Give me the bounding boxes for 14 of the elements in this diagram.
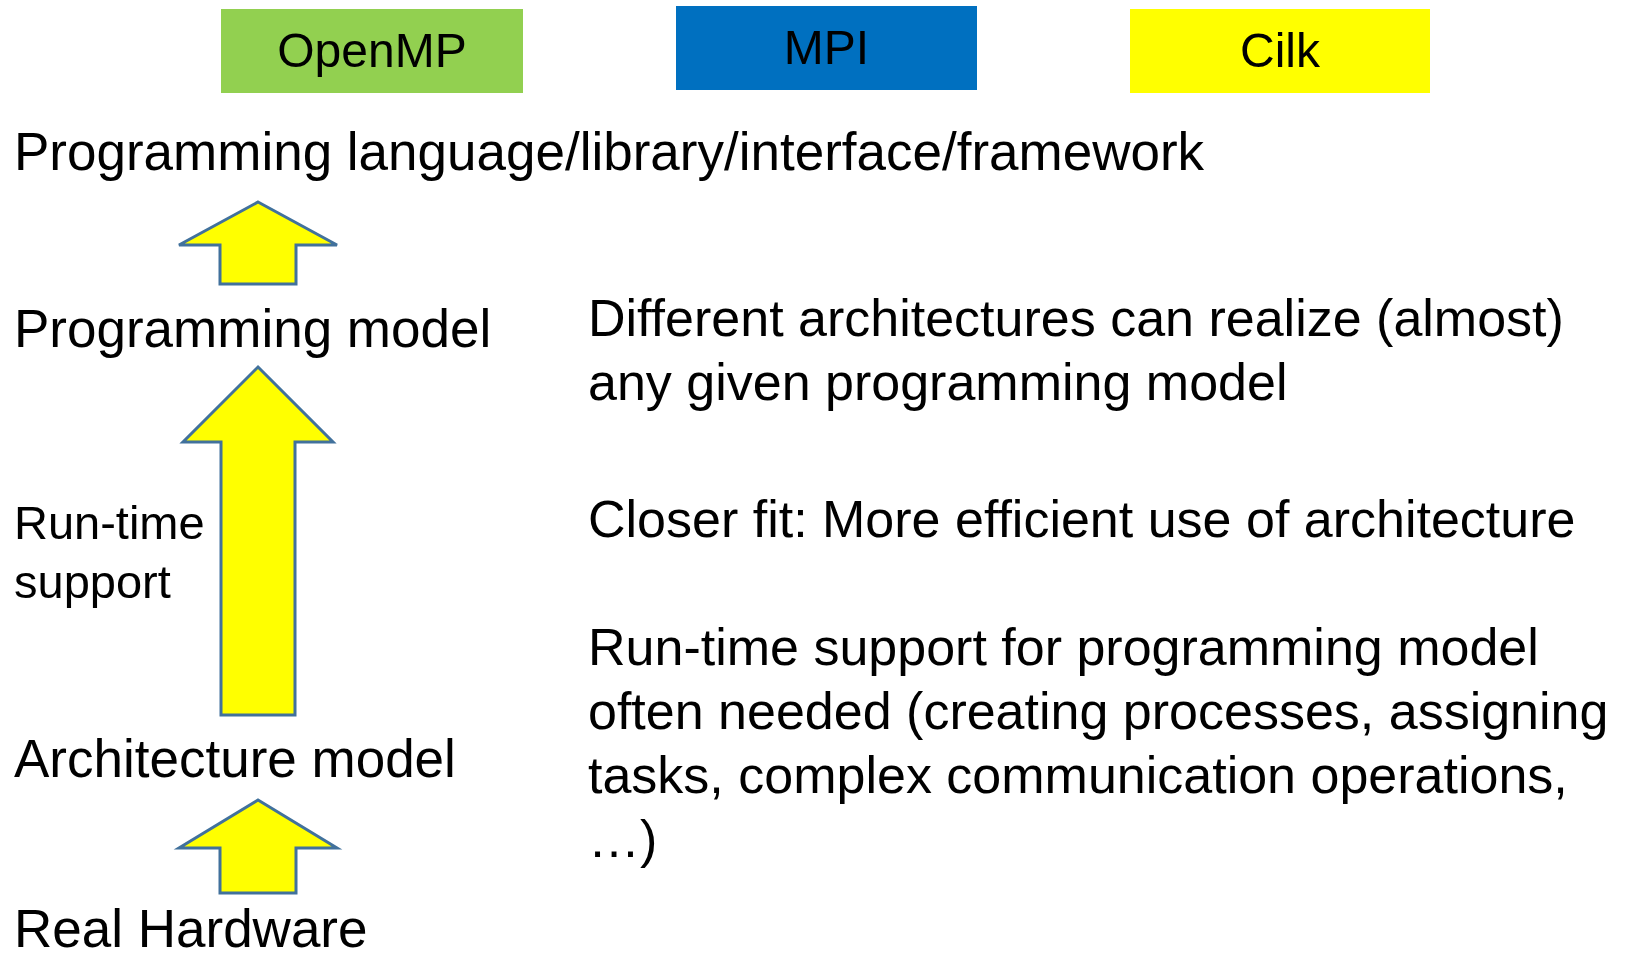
block-arrow bbox=[179, 364, 337, 717]
heading-text: Programming model bbox=[14, 300, 534, 358]
block-arrow bbox=[173, 798, 343, 895]
note-text: Different architectures can realize (almost) any given programming model bbox=[588, 288, 1565, 413]
heading-text: Architecture model bbox=[14, 730, 514, 788]
heading-text: Real Hardware bbox=[14, 903, 414, 955]
edge-label: Run-time support bbox=[14, 495, 206, 610]
label-box: Cilk bbox=[1130, 9, 1430, 93]
note-text: Closer fit: More efficient use of architecture bbox=[588, 489, 1577, 550]
label-box: MPI bbox=[676, 6, 977, 90]
block-arrow bbox=[177, 200, 339, 286]
heading-text: Programming language/library/interface/framework bbox=[14, 123, 1274, 181]
note-text: Run-time support for programming model often needed (creating processes, assigning tasks, complex communication operations, …) bbox=[588, 617, 1610, 870]
label-box: OpenMP bbox=[221, 9, 523, 93]
